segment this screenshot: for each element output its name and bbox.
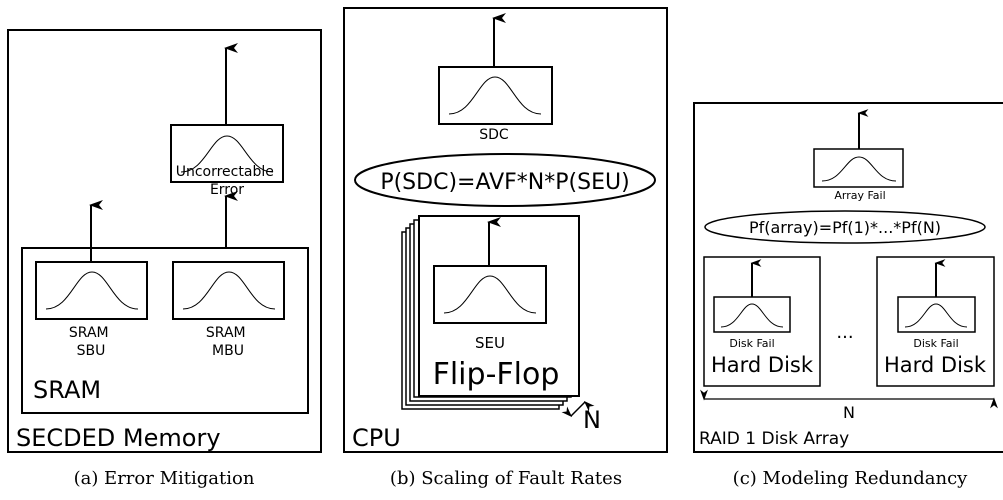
sram-sbu-dist: SRAM SBU — [35, 200, 148, 359]
array-equation: Pf(array)=Pf(1)*...*Pf(N) — [749, 218, 941, 237]
seu-label: SEU — [475, 334, 505, 352]
sram-sbu-label: SRAM SBU — [69, 325, 113, 359]
bell-curve-icon — [904, 303, 968, 328]
caption-a: (a) Error Mitigation — [74, 468, 255, 489]
sram-box-label: SRAM — [33, 376, 101, 404]
array-fail-dist: Array Fail — [813, 109, 904, 202]
caption-c: (c) Modeling Redundancy — [733, 468, 968, 489]
distribution-plot — [172, 261, 285, 320]
raid-array-label: RAID 1 Disk Array — [699, 429, 849, 449]
equation-ellipse — [704, 210, 986, 244]
bell-curve-icon — [45, 271, 139, 310]
ellipsis-label: ... — [836, 322, 853, 343]
count-n-label: N — [843, 403, 855, 422]
bell-curve-icon — [720, 303, 784, 328]
cpu-label: CPU — [352, 424, 401, 452]
uncorrectable-error-dist: Uncorrectable Error — [170, 43, 284, 248]
equation-ellipse — [354, 153, 656, 207]
sram-mbu-label: SRAM MBU — [206, 325, 250, 359]
panel-a: Uncorrectable Error SRAM SBU SRAM MBU SR… — [7, 29, 322, 489]
caption-b: (b) Scaling of Fault Rates — [390, 468, 622, 489]
disk-fail-label: Disk Fail — [913, 337, 958, 350]
hard-disk-label: Hard Disk — [711, 353, 814, 377]
secded-memory-label: SECDED Memory — [16, 424, 221, 452]
disk-fail-label: Disk Fail — [729, 337, 774, 350]
distribution-plot — [170, 124, 284, 183]
distribution-plot — [35, 261, 148, 320]
bell-curve-icon — [182, 271, 276, 310]
count-n-label: N — [583, 406, 601, 434]
distribution-plot — [433, 265, 547, 324]
hard-disk-left: Disk Fail Hard Disk — [703, 256, 821, 387]
panel-c: Array Fail Pf(array)=Pf(1)*...*Pf(N) Dis… — [693, 102, 1003, 489]
distribution-plot — [813, 148, 904, 188]
hard-disk-label: Hard Disk — [884, 353, 987, 377]
sdc-dist: SDC — [438, 13, 553, 143]
sdc-label: SDC — [479, 127, 509, 143]
raid-array-box — [693, 102, 1003, 453]
distribution-plot — [438, 66, 553, 125]
array-fail-label: Array Fail — [834, 189, 885, 202]
bell-curve-icon — [821, 156, 897, 182]
panel-b: SDC P(SDC)=AVF*N*P(SEU) SEU Flip-Flop N … — [343, 7, 668, 489]
double-arrow-icon — [561, 400, 595, 418]
bell-curve-icon — [443, 275, 537, 314]
hard-disk-right: Disk Fail Hard Disk — [876, 256, 995, 387]
sdc-equation: P(SDC)=AVF*N*P(SEU) — [380, 170, 629, 195]
seu-dist: SEU — [433, 217, 547, 352]
sram-mbu-dist: SRAM MBU — [172, 261, 285, 359]
flip-flop-label: Flip-Flop — [433, 357, 560, 392]
bell-curve-icon — [180, 135, 274, 173]
bell-curve-icon — [448, 76, 542, 115]
